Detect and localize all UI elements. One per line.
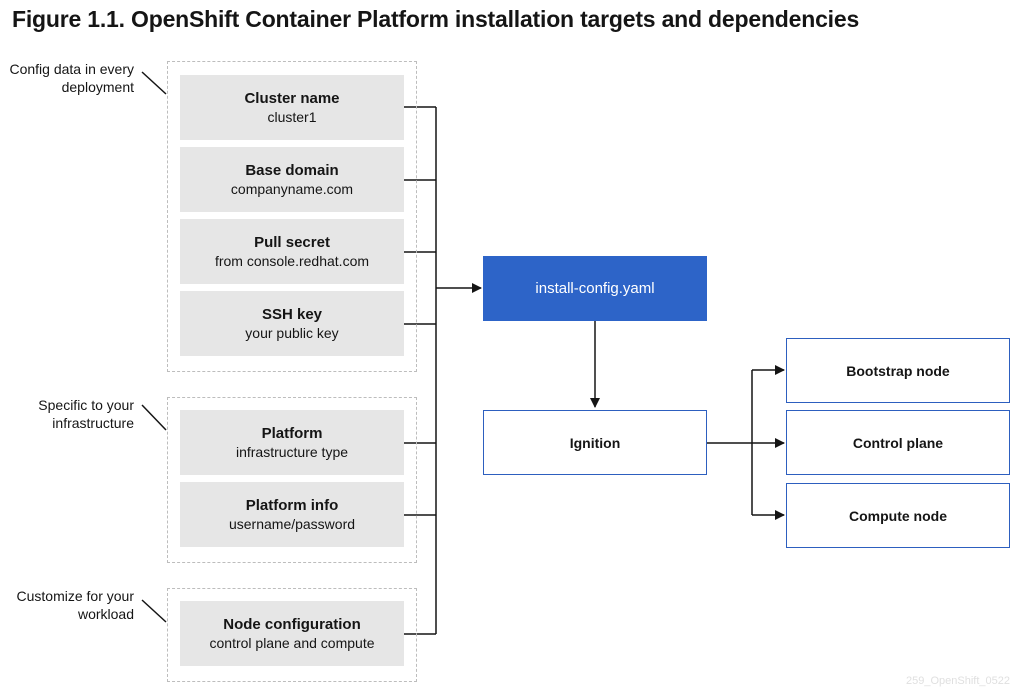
box-title: SSH key: [261, 305, 323, 323]
config-box-pull-secret: Pull secret from console.redhat.com: [180, 219, 404, 284]
workload-box-node-configuration: Node configuration control plane and com…: [180, 601, 404, 666]
box-title: Cluster name: [244, 89, 340, 107]
box-title: Node configuration: [223, 615, 361, 633]
infra-box-platform-info: Platform info username/password: [180, 482, 404, 547]
group-label-workload: Customize for your workload: [16, 588, 134, 622]
box-subtitle: cluster1: [267, 108, 317, 125]
infra-box-platform: Platform infrastructure type: [180, 410, 404, 475]
leader-line-config: [141, 71, 167, 95]
leader-line-infra: [141, 404, 167, 431]
install-config-node: install-config.yaml: [483, 256, 707, 321]
box-title: Platform: [261, 424, 323, 442]
figure-title: Figure 1.1. OpenShift Container Platform…: [12, 6, 860, 32]
box-subtitle: companyname.com: [230, 180, 354, 197]
group-label-config: Config data in every deployment: [9, 61, 134, 95]
bootstrap-node: Bootstrap node: [786, 338, 1010, 403]
leader-line-workload: [141, 599, 167, 623]
box-title: Platform info: [245, 496, 339, 514]
box-subtitle: infrastructure type: [235, 443, 349, 460]
ignition-node: Ignition: [483, 410, 707, 475]
config-box-base-domain: Base domain companyname.com: [180, 147, 404, 212]
box-subtitle: your public key: [245, 324, 339, 341]
box-subtitle: control plane and compute: [209, 634, 375, 651]
box-title: Base domain: [245, 161, 339, 179]
config-box-ssh-key: SSH key your public key: [180, 291, 404, 356]
box-subtitle: from console.redhat.com: [214, 252, 370, 269]
box-title: Pull secret: [254, 233, 330, 251]
figure-id-watermark: 259_OpenShift_0522: [906, 675, 1010, 687]
group-infra: [167, 397, 417, 563]
config-box-cluster-name: Cluster name cluster1: [180, 75, 404, 140]
control-plane-node: Control plane: [786, 410, 1010, 475]
group-workload: [167, 588, 417, 682]
compute-node: Compute node: [786, 483, 1010, 548]
group-config: [167, 61, 417, 372]
group-label-infra: Specific to your infrastructure: [38, 397, 134, 431]
box-subtitle: username/password: [228, 515, 356, 532]
